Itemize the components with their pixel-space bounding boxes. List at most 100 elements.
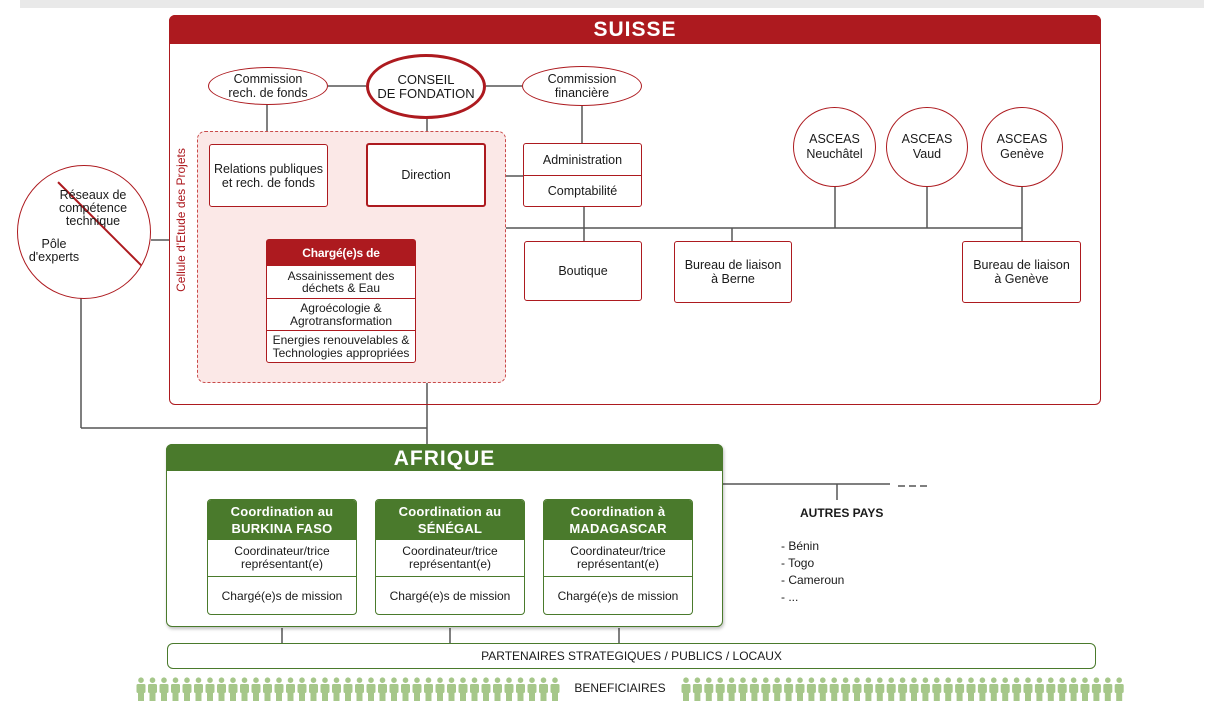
person-figure — [1000, 677, 1010, 701]
person-figure — [297, 677, 307, 701]
admin-compta-node: Administration Comptabilité — [523, 143, 642, 207]
pole-experts-label: Pôle d'experts — [28, 237, 80, 264]
person-figure — [898, 677, 908, 701]
person-figure — [738, 677, 748, 701]
person-figure — [263, 677, 272, 701]
person-figure — [205, 677, 215, 701]
person-figure — [1046, 677, 1056, 701]
person-figure — [240, 677, 249, 701]
person-figure — [516, 677, 525, 701]
person-figure — [504, 677, 514, 701]
partenaires-bar: PARTENAIRES STRATEGIQUES / PUBLICS / LOC… — [167, 643, 1096, 669]
person-figure — [194, 677, 203, 701]
administration-label: Administration — [524, 144, 641, 176]
person-figure — [863, 677, 873, 701]
person-figure — [692, 677, 702, 701]
person-figure — [1091, 677, 1101, 701]
person-figure — [852, 677, 862, 701]
person-figure — [977, 677, 987, 701]
top-edge-bar — [20, 0, 1204, 8]
autres-pays-item: - Cameroun — [781, 573, 845, 587]
charges-mission-label: Chargé(e)s de mission — [221, 589, 343, 603]
experts-circle: Réseaux de compétence technique Pôle d'e… — [17, 165, 151, 299]
autres-pays-title: AUTRES PAYS — [800, 506, 884, 520]
person-figure — [1023, 677, 1033, 701]
person-figure — [251, 677, 261, 701]
autres-pays-item: - Bénin — [781, 539, 820, 553]
person-figure — [955, 677, 965, 701]
autres-pays-list: - Bénin - Togo - Cameroun - ... — [781, 538, 891, 606]
beneficiaires-label: BENEFICIAIRES — [574, 681, 666, 695]
coordination-title: Coordination à MADAGASCAR — [544, 500, 692, 540]
asceas-geneve-node: ASCEAS Genève — [981, 107, 1063, 187]
person-figure — [148, 677, 157, 701]
person-figure — [217, 677, 226, 701]
person-figure — [727, 677, 737, 701]
programme-item: Agroécologie & Agrotransformation — [267, 298, 415, 330]
person-figure — [909, 677, 919, 701]
person-figure — [795, 677, 805, 701]
coordination-madagascar: Coordination à MADAGASCAR Coordinateur/t… — [543, 499, 693, 615]
person-figure — [1057, 677, 1067, 701]
person-figure — [841, 677, 851, 701]
person-figure — [704, 677, 714, 701]
person-figure — [715, 677, 725, 701]
person-figure — [493, 677, 502, 701]
person-figure — [943, 677, 953, 701]
coordinateur-label: Coordinateur/trice représentant(e) — [208, 540, 356, 577]
person-figure — [286, 677, 295, 701]
person-figure — [274, 677, 284, 701]
suisse-title: SUISSE — [169, 15, 1101, 44]
conseil-fondation-node: CONSEIL DE FONDATION — [366, 54, 486, 119]
coordination-title: Coordination au BURKINA FASO — [208, 500, 356, 540]
person-figure — [412, 677, 422, 701]
coordination-title: Coordination au SÉNÉGAL — [376, 500, 524, 540]
person-figure — [749, 677, 759, 701]
afrique-title: AFRIQUE — [166, 444, 723, 471]
person-figure — [681, 677, 691, 701]
person-figure — [539, 677, 548, 701]
person-figure — [989, 677, 999, 701]
person-figure — [1080, 677, 1090, 701]
person-figure — [818, 677, 828, 701]
autres-pays-item: - Togo — [781, 556, 815, 570]
person-figure — [527, 677, 537, 701]
person-figure — [875, 677, 885, 701]
relations-publiques-node: Relations publiques et rech. de fonds — [209, 144, 328, 207]
person-figure — [447, 677, 456, 701]
person-figure — [458, 677, 468, 701]
person-figure — [806, 677, 816, 701]
boutique-node: Boutique — [524, 241, 642, 301]
people-icon — [136, 677, 560, 701]
coordination-senegal: Coordination au SÉNÉGAL Coordinateur/tri… — [375, 499, 525, 615]
person-figure — [886, 677, 896, 701]
person-figure — [829, 677, 839, 701]
asceas-vaud-node: ASCEAS Vaud — [886, 107, 968, 187]
person-figure — [378, 677, 387, 701]
person-figure — [228, 677, 238, 701]
person-figure — [550, 677, 560, 701]
charges-programmes-node: Chargé(e)s de programmes Assainissement … — [266, 239, 416, 363]
coordination-burkina: Coordination au BURKINA FASO Coordinateu… — [207, 499, 357, 615]
person-figure — [182, 677, 192, 701]
person-figure — [355, 677, 364, 701]
person-figure — [320, 677, 330, 701]
person-figure — [343, 677, 353, 701]
programmes-title: Chargé(e)s de programmes — [267, 240, 415, 286]
person-figure — [309, 677, 318, 701]
person-figure — [1069, 677, 1079, 701]
cellule-etude-label: Cellule d'Etude des Projets — [174, 148, 188, 292]
person-figure — [470, 677, 479, 701]
person-figure — [435, 677, 445, 701]
programme-item: Assainissement des déchets & Eau — [267, 266, 415, 298]
person-figure — [1103, 677, 1113, 701]
person-figure — [159, 677, 169, 701]
direction-node: Direction — [366, 143, 486, 207]
person-figure — [784, 677, 794, 701]
charges-mission-label: Chargé(e)s de mission — [557, 589, 679, 603]
coordinateur-label: Coordinateur/trice représentant(e) — [376, 540, 524, 577]
programme-item: Energies renouvelables & Technologies ap… — [267, 330, 415, 362]
person-figure — [171, 677, 180, 701]
person-figure — [932, 677, 942, 701]
charges-mission-label: Chargé(e)s de mission — [389, 589, 511, 603]
